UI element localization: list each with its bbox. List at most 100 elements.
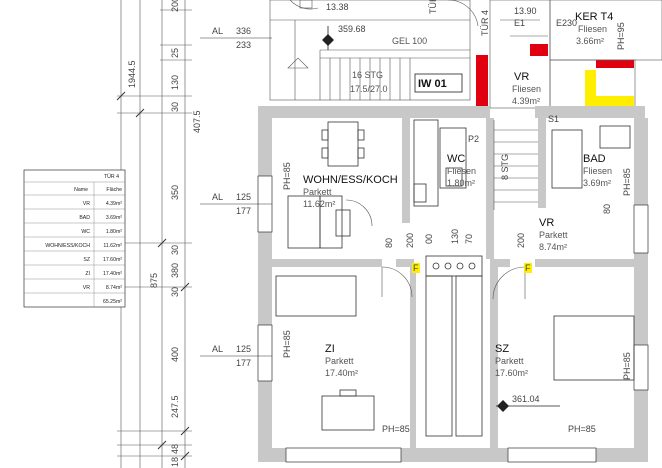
room-vr-area: 8.74m²	[539, 242, 567, 252]
room-zi-finish: Parkett	[325, 356, 354, 366]
room-sz-name: SZ	[495, 343, 509, 355]
room-ker-area: 3.66m²	[576, 36, 604, 46]
marker-e230: E230	[556, 18, 577, 28]
table-row: SZ	[83, 257, 90, 263]
marker-ph85-3: PH=85	[382, 424, 410, 434]
area-table-header-area: Fläche	[106, 187, 122, 193]
window-dim-177-2: 177	[236, 358, 251, 368]
room-sz-area: 17.60m²	[495, 368, 528, 378]
dim-200: 200	[170, 0, 180, 12]
door-dim-70: 70	[464, 234, 474, 244]
yellow-wall-accent-2	[596, 96, 634, 106]
marker-e1: E1	[514, 18, 525, 28]
table-row: VR	[83, 285, 90, 291]
level-bottom: 361.04	[512, 394, 540, 404]
room-wohn-area: 11.62m²	[303, 199, 335, 209]
marker-s1: S1	[548, 114, 559, 124]
room-vr-name: VR	[539, 217, 554, 229]
room-bad-name: BAD	[583, 153, 606, 165]
stair-ratio-label: 17.5/27.0	[350, 84, 388, 94]
window-dim-177-1: 177	[236, 206, 251, 216]
marker-ph85-4: PH=85	[568, 424, 596, 434]
table-row: 4.39m²	[106, 201, 122, 207]
upper-hall	[269, 0, 479, 101]
window-dim-336: 336	[236, 26, 251, 36]
dim-18: 18	[170, 457, 180, 467]
room-vr-top-name: VR	[514, 71, 529, 83]
iw-tag: IW 01	[418, 78, 447, 90]
dim-247: 247.5	[170, 395, 180, 418]
table-row: 1.80m²	[106, 229, 122, 235]
room-wc-finish: Fliesen	[447, 166, 476, 176]
table-row: VR	[83, 201, 90, 207]
table-row: 17.60m²	[103, 257, 122, 263]
room-sz-finish: Parkett	[495, 356, 524, 366]
marker-p2: P2	[468, 134, 479, 144]
door-dim-200-b: 200	[516, 233, 526, 248]
dim-30b: 30	[170, 245, 180, 255]
iw-tag-box	[414, 73, 463, 93]
marker-ph85-5: PH=85	[622, 168, 632, 196]
yellow-wall-accent	[585, 70, 596, 110]
door-dim-130: 130	[450, 229, 460, 244]
marker-ph85-6: PH=85	[622, 352, 632, 380]
window-dim-233: 233	[236, 40, 251, 50]
room-wc-name: WC	[447, 153, 465, 165]
furniture	[275, 119, 635, 437]
door-dim-80-b: 80	[602, 204, 612, 214]
room-ker-finish: Fliesen	[578, 24, 607, 34]
room-ker-name: KER T4	[575, 11, 613, 23]
door-dim-80-a: 80	[384, 238, 394, 248]
marker-ph85-1: PH=85	[282, 162, 292, 190]
dim-875: 875	[149, 273, 159, 288]
room-wc-area: 1.80m²	[447, 178, 475, 188]
dim-30a: 30	[170, 102, 180, 112]
room-vr-finish: Parkett	[539, 230, 568, 240]
window-dim-125-1: 125	[236, 192, 251, 202]
interior-walls	[272, 118, 634, 448]
red-wall-accent-3	[596, 60, 634, 68]
stair-steps-label: 16 STG	[352, 70, 383, 80]
yellow-marker-f-2	[524, 263, 532, 273]
dim-380: 380	[170, 263, 180, 278]
room-bad-area: 3.69m²	[583, 178, 611, 188]
room-vr-top-finish: Fliesen	[512, 84, 541, 94]
door-dim-200-a: 200	[405, 233, 415, 248]
area-table-total: 65.25m²	[103, 299, 122, 305]
door-tag-vertical: TÜR 4	[480, 10, 490, 36]
table-row: 17.40m²	[103, 271, 122, 277]
dim-48: 48	[170, 444, 180, 454]
door-tag-vertical-2: TÜR 4	[428, 0, 438, 14]
marker-f-2: F	[525, 263, 531, 273]
marker-ph85-2: PH=85	[282, 330, 292, 358]
dim-30c: 30	[170, 287, 180, 297]
dim-407: 407.5	[192, 110, 202, 133]
area-table-title: TÜR 4	[104, 173, 119, 180]
table-row: WOHN/ESS/KOCH	[45, 243, 90, 249]
table-row: 3.69m²	[106, 215, 122, 221]
marker-f-1: F	[413, 263, 419, 273]
stair-gel-label: GEL 100	[392, 36, 427, 46]
stair-hatch	[493, 120, 538, 210]
dim-350: 350	[170, 185, 180, 200]
windows	[257, 175, 649, 463]
dim-130: 130	[170, 75, 180, 90]
yellow-marker-f-1	[412, 263, 420, 273]
table-row: WC	[81, 229, 90, 235]
level-top-2: 359.68	[338, 24, 366, 34]
room-zi-area: 17.40m²	[325, 368, 358, 378]
table-row: 8.74m²	[106, 285, 122, 291]
table-row: BAD	[79, 215, 90, 221]
left-dimension-lines	[117, 0, 192, 468]
table-row: 11.62m²	[103, 243, 122, 249]
level-top-3: 13.90	[514, 6, 537, 16]
area-table-header-name: Name	[74, 187, 88, 193]
room-wohn-name: WOHN/ESS/KOCH	[303, 174, 398, 186]
room-vr-top-area: 4.39m²	[512, 96, 540, 106]
area-table: TÜR 4 Name Fläche VR 4.39m² BAD 3.69m² W…	[23, 169, 126, 308]
table-row: ZI	[85, 271, 90, 277]
door-swings	[345, 199, 526, 300]
red-wall-accent	[476, 55, 488, 109]
